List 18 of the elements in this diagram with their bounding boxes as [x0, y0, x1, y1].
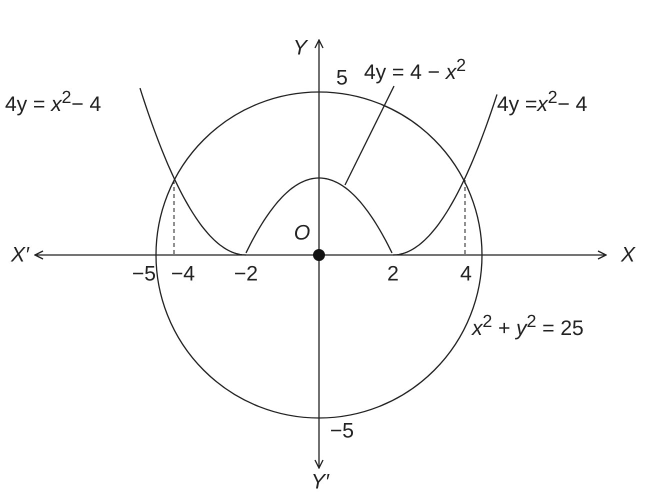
- axis-label: X′: [11, 243, 29, 267]
- axis-label: Y′: [311, 470, 329, 494]
- tick-label: −5: [132, 262, 156, 286]
- parabola-curve: [245, 177, 393, 254]
- axis-label: Y: [293, 36, 307, 60]
- equation-label: 4y = 4 − x$^{2}$: [364, 56, 466, 84]
- tick-label: 5: [336, 66, 348, 90]
- origin-label: O: [294, 221, 310, 245]
- leader-line: [344, 86, 395, 186]
- axis-label: X: [621, 243, 635, 267]
- tick-label: 2: [387, 262, 399, 286]
- tick-label: −4: [171, 262, 195, 286]
- equation-label: x$^{2}$ + y$^{2}$ = 25: [472, 312, 584, 340]
- tick-label: −5: [330, 419, 354, 443]
- tick-label: 4: [460, 262, 472, 286]
- equation-label: 4y = x$^{2}$− 4: [5, 88, 102, 116]
- equation-label: 4y =x$^{2}$− 4: [497, 88, 588, 116]
- tick-label: −2: [234, 262, 258, 286]
